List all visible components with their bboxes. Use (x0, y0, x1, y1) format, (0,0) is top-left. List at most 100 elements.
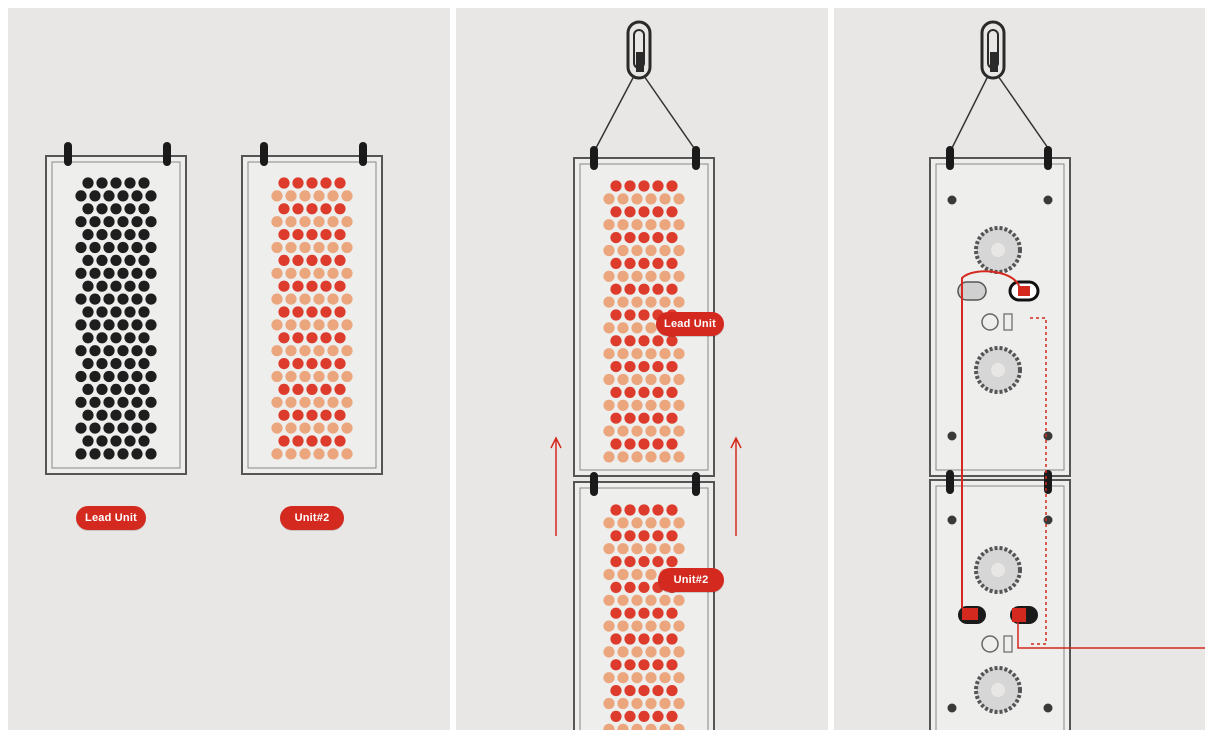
led-dot (320, 383, 332, 395)
led-dot (638, 361, 650, 373)
led-dot (673, 270, 685, 282)
led-dot (292, 358, 304, 370)
led-dot (82, 177, 94, 189)
led-dot (645, 568, 657, 581)
led-dot (103, 216, 115, 228)
led-dot (145, 267, 157, 279)
led-dot (271, 345, 283, 357)
led-dot (631, 270, 643, 282)
led-dot (138, 254, 150, 266)
led-dot (320, 409, 332, 421)
led-dot (278, 332, 290, 344)
led-dot (145, 370, 157, 383)
led-dot (673, 646, 685, 658)
led-dot (659, 244, 671, 257)
led-dot (103, 396, 115, 408)
led-dot (673, 244, 685, 257)
led-dot (138, 280, 150, 292)
led-dot (327, 190, 339, 202)
led-dot (638, 180, 650, 192)
led-dot (631, 646, 643, 658)
led-dot (652, 232, 664, 244)
led-dot (659, 425, 671, 437)
led-dot (96, 358, 108, 370)
led-dot (603, 193, 615, 205)
led-dot (285, 345, 297, 357)
led-dot (617, 399, 629, 411)
led-dot (652, 180, 664, 192)
led-dot (631, 517, 643, 529)
led-dot (617, 296, 629, 308)
led-dot (603, 244, 615, 257)
led-dot-grid-red (271, 177, 353, 460)
hanging-cable (951, 75, 1049, 149)
led-dot (617, 723, 629, 730)
led-dot (82, 229, 94, 241)
led-dot (659, 270, 671, 282)
led-dot (124, 358, 136, 370)
led-dot (610, 180, 622, 192)
led-dot (610, 412, 622, 424)
led-dot (638, 335, 650, 347)
led-dot (145, 448, 157, 460)
led-dot (624, 581, 636, 594)
led-dot (659, 193, 671, 205)
led-dot (138, 332, 150, 344)
led-dot (341, 267, 353, 279)
led-dot (341, 396, 353, 408)
panel-hanging-stacked: Lead Unit Unit#2 (456, 8, 828, 730)
led-dot (299, 293, 311, 305)
led-dot (617, 517, 629, 529)
led-dot (631, 594, 643, 606)
carabiner-icon (980, 20, 1006, 80)
led-dot (341, 448, 353, 460)
led-dot (673, 594, 685, 606)
led-dot (652, 206, 664, 218)
led-dot (624, 309, 636, 321)
led-dot (334, 306, 346, 318)
led-dot (659, 399, 671, 411)
led-dot (659, 451, 671, 463)
led-dot (117, 216, 129, 228)
led-dot (89, 345, 101, 357)
led-dot (131, 267, 143, 279)
led-dot (278, 177, 290, 189)
led-dot (645, 193, 657, 205)
carabiner-icon (626, 20, 652, 80)
led-dot (313, 216, 325, 228)
led-dot (603, 620, 615, 632)
led-dot (659, 723, 671, 730)
led-dot (638, 710, 650, 723)
led-dot (617, 646, 629, 658)
led-dot (610, 710, 622, 723)
led-dot (603, 270, 615, 282)
led-dot (292, 383, 304, 395)
led-dot (110, 306, 122, 318)
led-dot (82, 358, 94, 370)
led-dot (278, 358, 290, 370)
led-dot-grid-black (75, 177, 157, 460)
led-dot (145, 396, 157, 408)
led-dot (124, 229, 136, 241)
led-dot (96, 306, 108, 318)
led-dot (110, 358, 122, 370)
led-dot (306, 306, 318, 318)
led-dot (666, 206, 678, 218)
led-dot (131, 448, 143, 460)
led-dot (645, 543, 657, 555)
led-dot (117, 293, 129, 305)
unit-2-front (241, 155, 383, 475)
led-dot (341, 370, 353, 383)
led-dot (306, 332, 318, 344)
led-dot (341, 319, 353, 331)
led-dot (124, 203, 136, 215)
led-dot (117, 190, 129, 202)
led-dot (75, 267, 87, 279)
led-dot (666, 412, 678, 424)
led-dot (278, 409, 290, 421)
led-dot (638, 633, 650, 645)
led-dot (638, 412, 650, 424)
led-dot (334, 280, 346, 292)
panel-rear-wiring (834, 8, 1205, 730)
